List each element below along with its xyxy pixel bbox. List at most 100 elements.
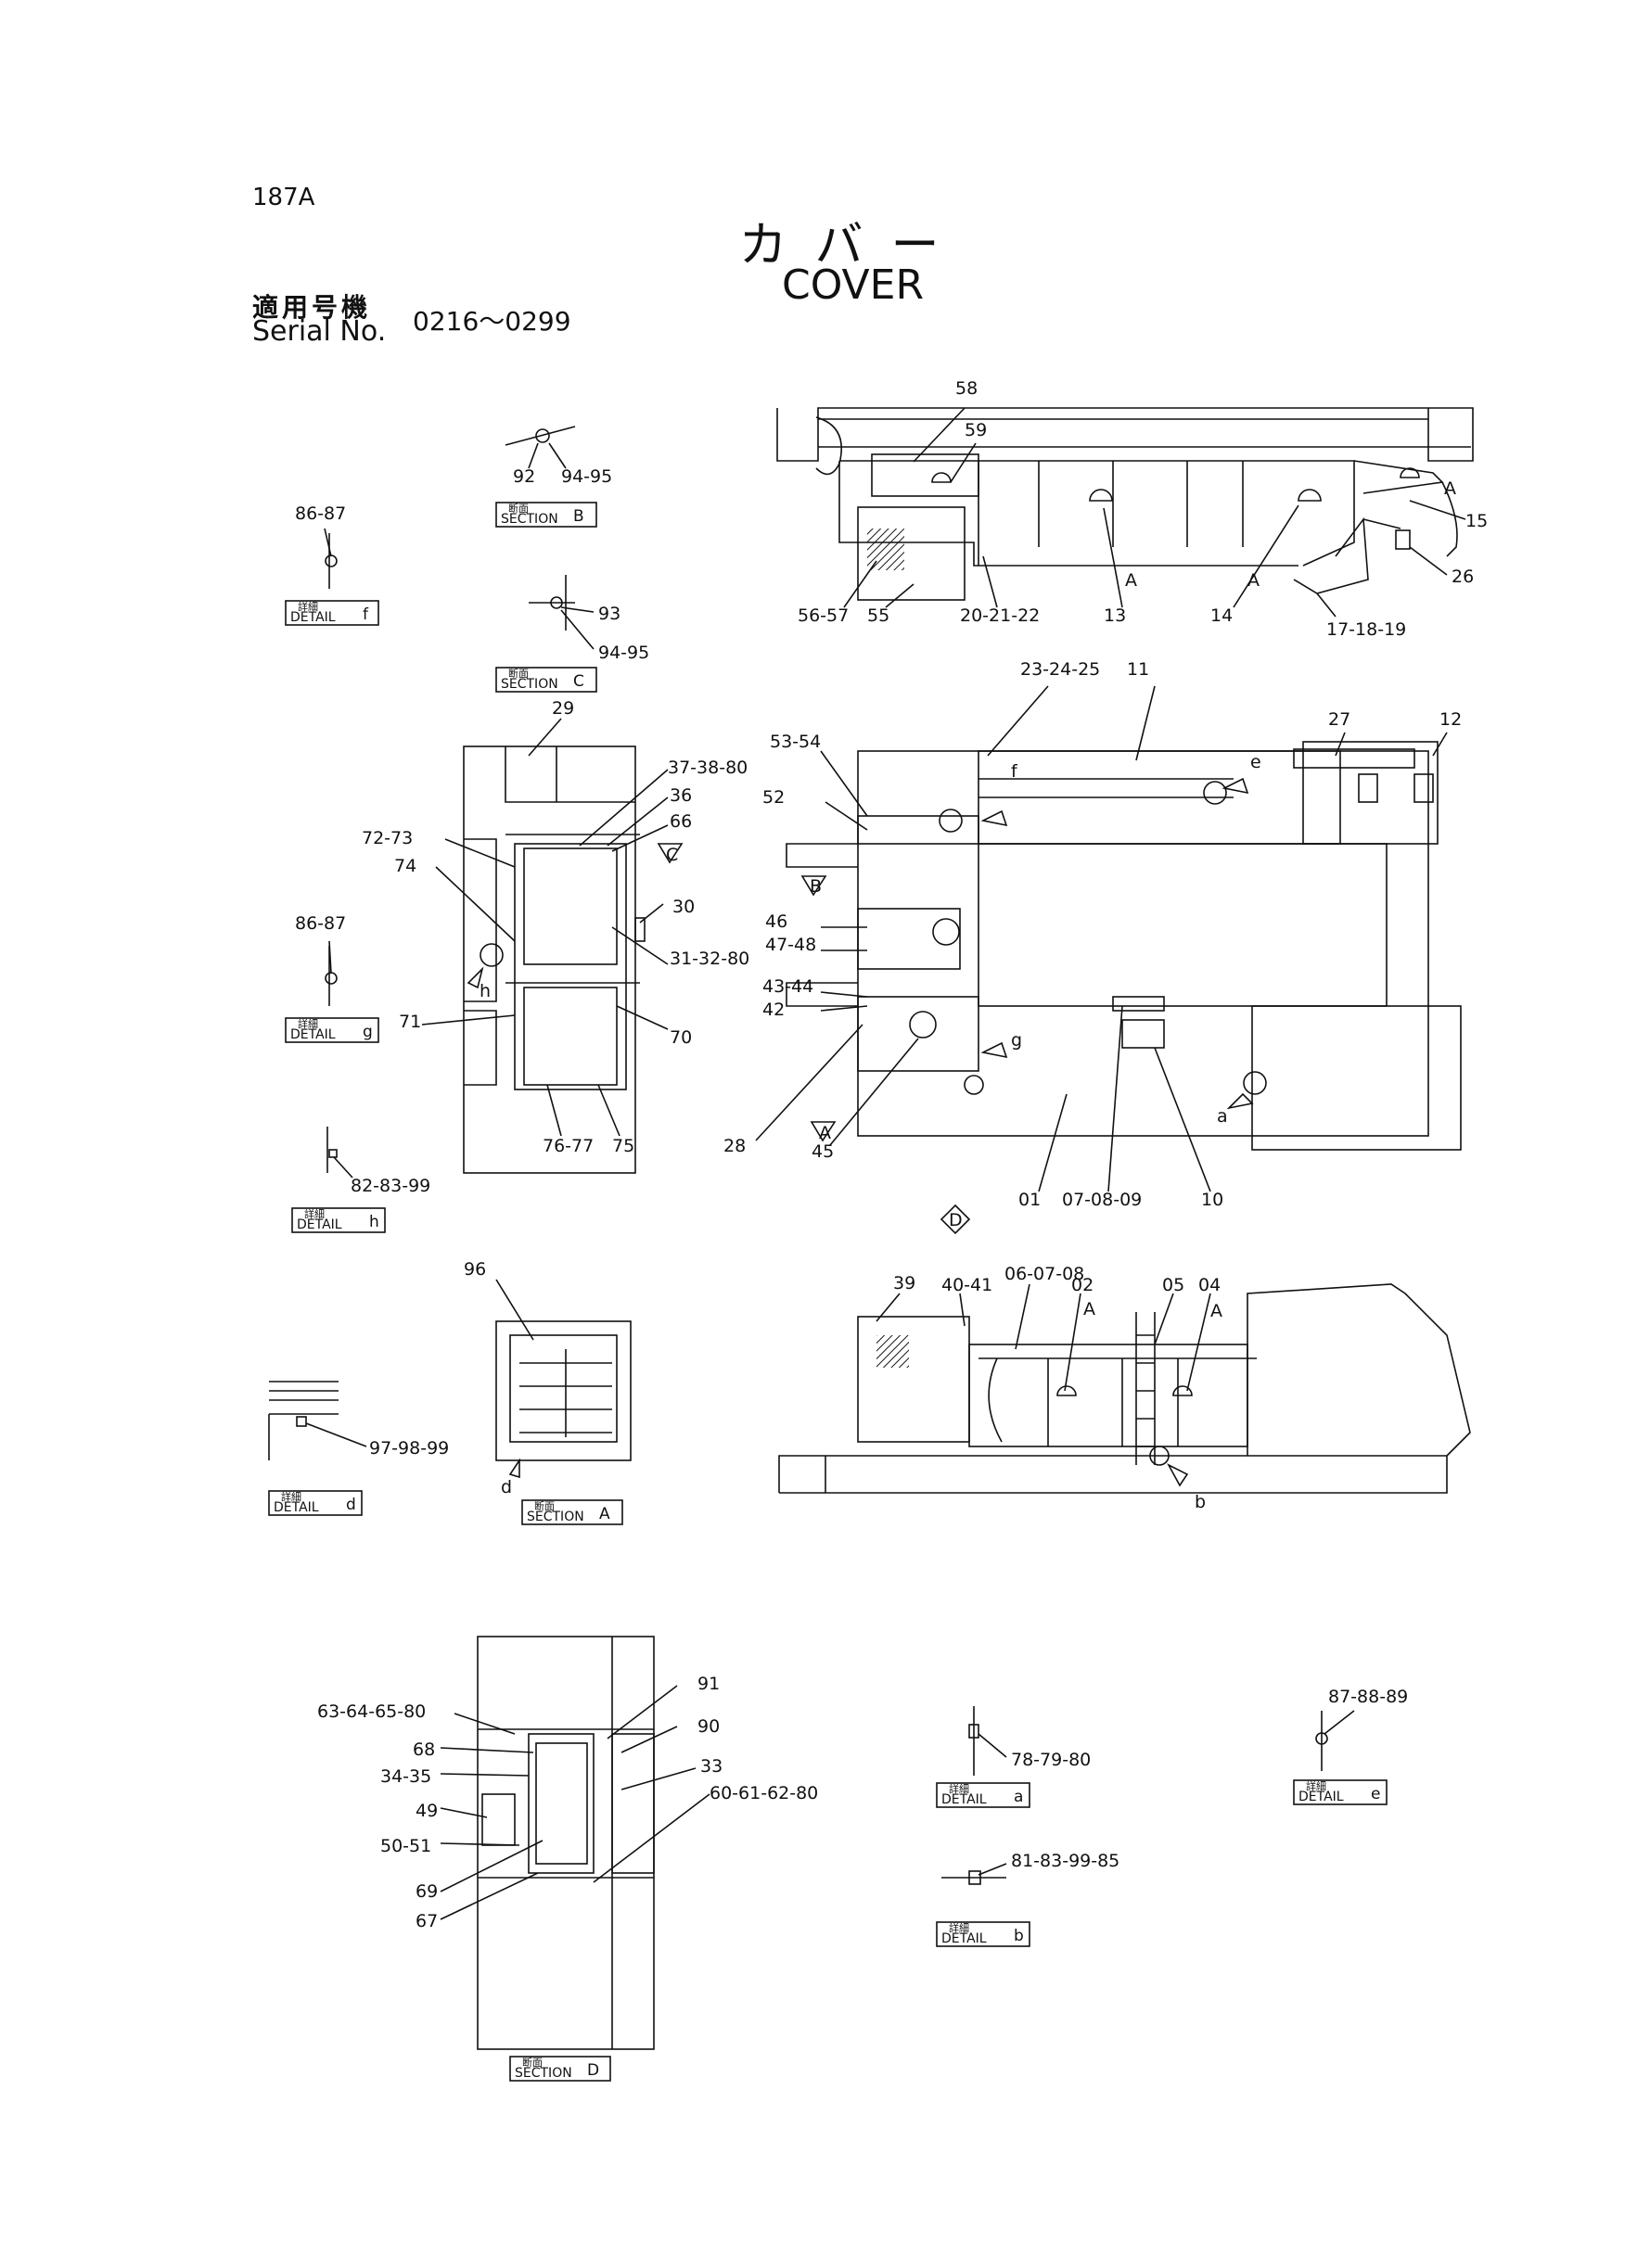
view-marker-label: h [480, 981, 491, 1001]
tag-letter: h [369, 1213, 379, 1231]
top-detail-12b [1413, 773, 1434, 803]
callout-label: 60-61-62-80 [710, 1783, 818, 1803]
callout-label: 74 [394, 856, 416, 876]
leader-60-61-62-80 [593, 1793, 710, 1883]
section-d-tag [509, 2056, 611, 2082]
callout-label: 13 [1104, 605, 1126, 626]
callout-label: 50-51 [380, 1836, 431, 1856]
detail-e-bolt [1315, 1732, 1328, 1745]
tag-english: SECTION [515, 2066, 572, 2081]
section-d-outer [477, 1636, 655, 2050]
leader-12 [1432, 732, 1448, 757]
view-marker-label: D [949, 1210, 963, 1230]
view-arrow-e [1222, 777, 1249, 795]
title-japanese: カバー [738, 218, 967, 274]
leader-26 [1409, 546, 1448, 576]
leader-82-83-99 [333, 1156, 353, 1179]
side-panel-55 [857, 506, 966, 601]
top-panel-52 [857, 815, 979, 845]
leader-93 [560, 606, 595, 613]
detail-h-drawing [326, 1127, 353, 1179]
callout-label: 29 [552, 698, 574, 719]
front-panel-39-grille [876, 1335, 909, 1368]
view-arrow-f [980, 809, 1008, 827]
leader-28 [755, 1024, 863, 1141]
callout-label: 28 [723, 1136, 746, 1156]
leader-31-32-80 [611, 926, 669, 965]
detail-g-tag [285, 1017, 379, 1043]
leader-97-98-99 [305, 1422, 367, 1447]
callout-label: 78-79-80 [1011, 1750, 1091, 1770]
view-marker-label: b [1195, 1492, 1206, 1512]
leader-63-64-65-80 [454, 1713, 516, 1735]
leader-94-95-c [560, 609, 595, 650]
callout-label: 68 [413, 1739, 435, 1760]
side-panel-handle [1400, 467, 1420, 478]
leader-14 [1233, 504, 1299, 608]
top-view-center-frame [978, 843, 1388, 1007]
leader-86-87-f [324, 528, 332, 557]
leader-81-83-99-85 [978, 1863, 1007, 1876]
leader-39 [876, 1293, 901, 1322]
section-b-tag [495, 502, 597, 528]
tag-letter: B [573, 507, 584, 526]
callout-label: 47-48 [765, 935, 816, 955]
top-view [755, 685, 1462, 1192]
callout-label: A [1210, 1301, 1222, 1321]
detail-b-tag [936, 1921, 1030, 1947]
callout-label: 27 [1328, 709, 1350, 730]
section-c-bolt [550, 596, 563, 609]
leader-27 [1335, 732, 1346, 757]
top-panel-10 [1121, 1019, 1165, 1049]
callout-label: 69 [416, 1881, 438, 1902]
tag-english: SECTION [527, 1510, 584, 1524]
tag-japanese: 断面 [534, 1499, 555, 1512]
leader-15 [1409, 500, 1466, 520]
callout-label: 63-64-65-80 [317, 1701, 426, 1722]
main-section-inner-bottom [523, 987, 618, 1086]
top-fill-cap [939, 809, 963, 833]
tag-letter: g [363, 1023, 373, 1041]
top-panel-42 [857, 996, 979, 1072]
callout-label: 91 [697, 1674, 720, 1694]
page-number: 187A [252, 184, 315, 211]
callout-label: 33 [700, 1756, 723, 1777]
front-panel-39 [857, 1316, 970, 1443]
leader-37-38-80 [579, 769, 669, 847]
callout-label: 36 [670, 785, 692, 806]
leader-40-41 [959, 1293, 966, 1327]
leader-06-07-08 [1015, 1283, 1030, 1350]
leader-13 [1103, 507, 1123, 608]
callout-label: 46 [765, 911, 787, 932]
tag-letter: C [573, 672, 584, 691]
detail-e-tag [1293, 1779, 1388, 1805]
detail-a-tag [936, 1782, 1030, 1808]
serial-label-japanese: 適用号機 [252, 292, 372, 323]
callout-label: 52 [762, 787, 785, 808]
view-marker-label: f [1011, 761, 1018, 782]
leader-78-79-80 [978, 1733, 1007, 1758]
main-section-left-wing [464, 838, 497, 1086]
top-marker-circle [964, 1075, 984, 1095]
view-marker-label: C [666, 845, 678, 865]
front-panel-curve [988, 1357, 1003, 1443]
callout-label: 40-41 [941, 1275, 992, 1295]
side-view-outline [776, 407, 1474, 462]
tag-letter: b [1014, 1927, 1024, 1945]
tag-japanese: 詳細 [281, 1490, 301, 1503]
callout-label: 55 [867, 605, 889, 626]
callout-label: 96 [464, 1259, 486, 1280]
top-view-body [857, 750, 1429, 1137]
leader-52 [825, 801, 868, 831]
tag-japanese: 詳細 [298, 600, 318, 613]
main-section-top-block [505, 746, 635, 803]
leader-11 [1135, 685, 1156, 761]
tag-japanese: 詳細 [304, 1207, 325, 1220]
tag-japanese: 断面 [508, 502, 529, 515]
tag-english: DETAIL [297, 1217, 342, 1232]
tag-japanese: 断面 [522, 2056, 543, 2069]
callout-label: 86-87 [295, 913, 346, 934]
view-arrow-b [1167, 1463, 1189, 1487]
